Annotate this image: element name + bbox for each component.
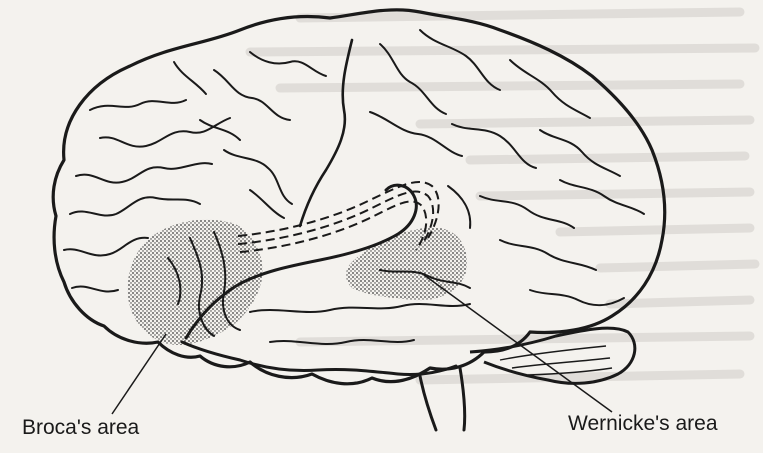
central-sulcus xyxy=(300,40,352,226)
cerebellum xyxy=(470,328,635,383)
brain-stem xyxy=(420,368,465,430)
wernicke-pointer-line xyxy=(420,272,612,412)
broca-area-label: Broca's area xyxy=(22,416,139,440)
wernicke-area-region xyxy=(346,228,467,300)
wernicke-area-label: Wernicke's area xyxy=(568,412,718,436)
broca-pointer-line xyxy=(112,334,166,414)
temporal-lobe-outline xyxy=(182,342,456,375)
